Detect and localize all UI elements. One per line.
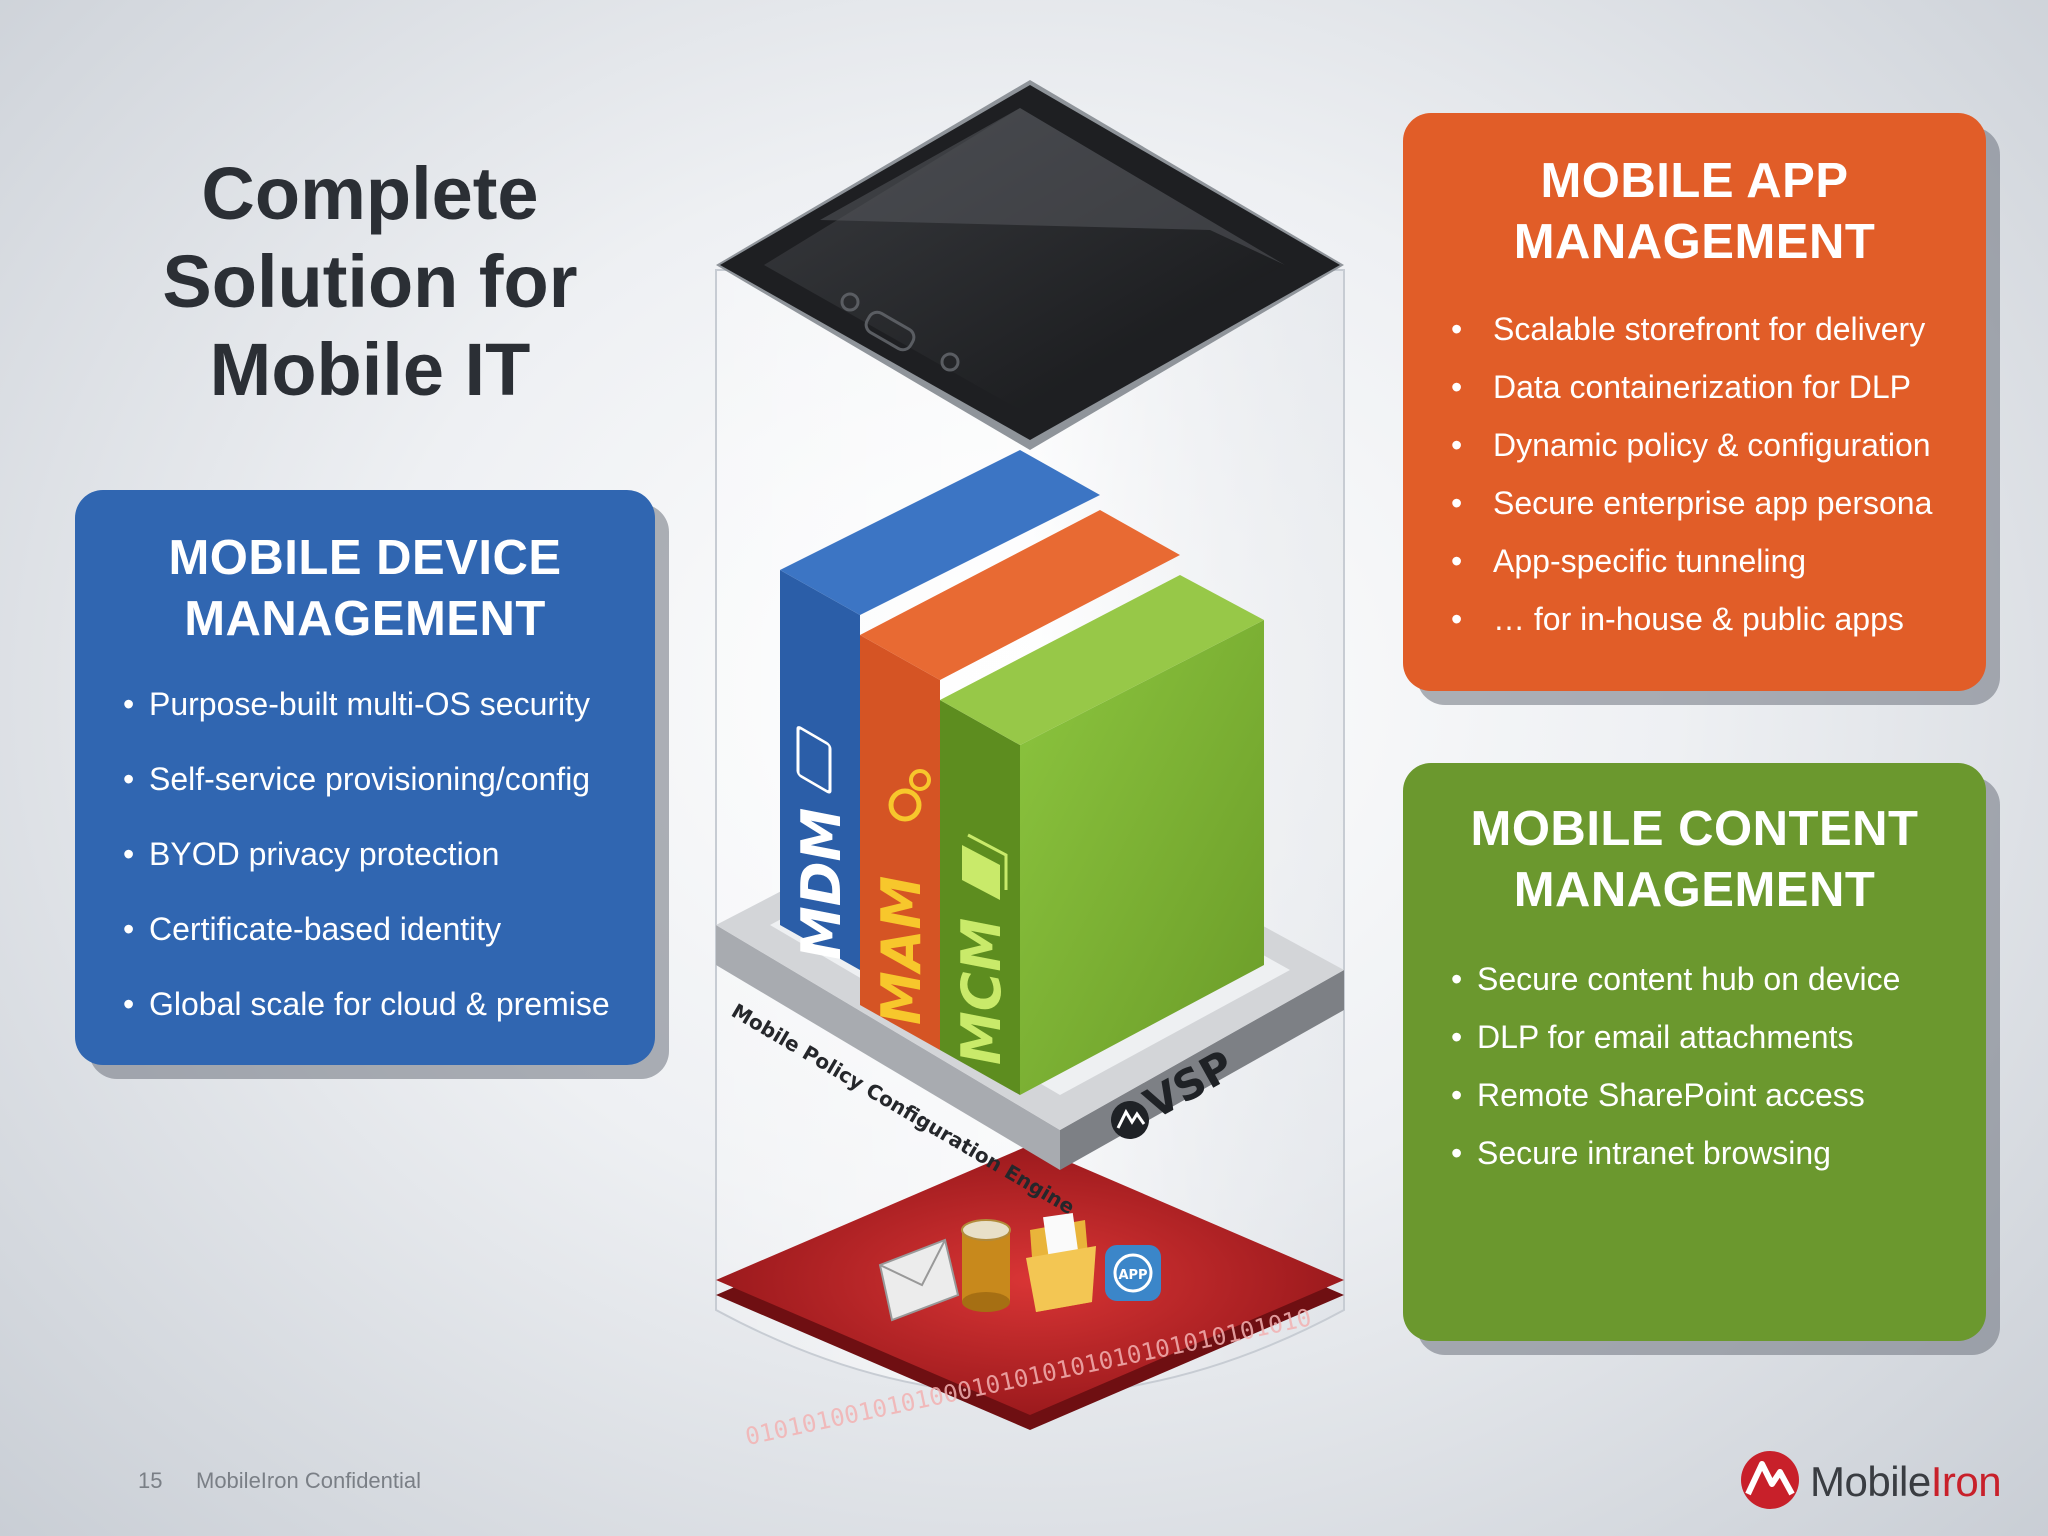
list-item-text: Secure enterprise app persona: [1493, 485, 1933, 521]
list-item: • DLP for email attachments: [1451, 1017, 1986, 1075]
mdm-book-label: MDM: [790, 808, 853, 960]
mcm-book-label: MCM: [950, 918, 1013, 1065]
page-number: 15: [138, 1468, 163, 1493]
mam-heading-line-2: MANAGEMENT: [1513, 215, 1876, 269]
list-item: • Data containerization for DLP: [1451, 367, 1986, 425]
list-item-text: … for in-house & public apps: [1493, 601, 1904, 637]
list-item: • Scalable storefront for delivery: [1451, 309, 1986, 367]
mdm-card-heading: MOBILE DEVICE MANAGEMENT: [75, 490, 655, 650]
bullet-icon: •: [123, 761, 135, 797]
list-item-text: App-specific tunneling: [1493, 543, 1807, 579]
list-item-text: Purpose-built multi-OS security: [149, 686, 591, 722]
mam-book-label: MAM: [870, 876, 933, 1025]
bullet-icon: •: [1451, 311, 1463, 347]
list-item-text: DLP for email attachments: [1477, 1019, 1854, 1055]
list-item: • Certificate-based identity: [123, 909, 655, 984]
confidential-notice: MobileIron Confidential: [196, 1468, 422, 1493]
title-line-1: Complete: [201, 152, 539, 235]
list-item: • Secure content hub on device: [1451, 959, 1986, 1017]
bullet-icon: •: [123, 986, 135, 1022]
bullet-icon: •: [1451, 961, 1463, 997]
tablet-device: [716, 80, 1344, 450]
bullet-icon: •: [123, 686, 135, 722]
mcm-card-heading: MOBILE CONTENT MANAGEMENT: [1403, 763, 1986, 921]
mam-card: MOBILE APP MANAGEMENT • Scalable storefro…: [1403, 113, 1986, 691]
mdm-heading-line-2: MANAGEMENT: [184, 592, 546, 646]
list-item: • Secure intranet browsing: [1451, 1133, 1986, 1191]
device-outline-icon: [796, 726, 832, 794]
mcm-book: MCM: [940, 575, 1264, 1095]
mam-card-heading: MOBILE APP MANAGEMENT: [1403, 113, 1986, 273]
bullet-icon: •: [1451, 485, 1463, 521]
email-icon: [878, 1238, 960, 1322]
mdm-feature-list: • Purpose-built multi-OS security • Self-s…: [75, 684, 655, 1059]
list-item-text: Secure content hub on device: [1477, 961, 1901, 997]
list-item-text: Scalable storefront for delivery: [1493, 311, 1926, 347]
bullet-icon: •: [123, 836, 135, 872]
folder-stack-icon: [962, 833, 1008, 900]
list-item-text: Secure intranet browsing: [1477, 1135, 1831, 1171]
mdm-book: MDM: [780, 450, 1100, 970]
list-item: • Self-service provisioning/config: [123, 759, 655, 834]
list-item-text: Dynamic policy & configuration: [1493, 427, 1931, 463]
mcm-card: MOBILE CONTENT MANAGEMENT • Secure conten…: [1403, 763, 1986, 1341]
bullet-icon: •: [123, 911, 135, 947]
list-item: • Secure enterprise app persona: [1451, 483, 1986, 541]
gear-icon: [888, 769, 931, 822]
svg-text:APP: APP: [1118, 1268, 1147, 1283]
bullet-icon: •: [1451, 427, 1463, 463]
list-item: • Purpose-built multi-OS security: [123, 684, 655, 759]
list-item: • BYOD privacy protection: [123, 834, 655, 909]
list-item-text: Certificate-based identity: [149, 911, 502, 947]
bullet-icon: •: [1451, 543, 1463, 579]
mobileiron-logo-icon: [1741, 1451, 1799, 1509]
solution-stack-illustration: 0101010010101000101010101010101010101010…: [715, 80, 1345, 1451]
list-item: • App-specific tunneling: [1451, 541, 1986, 599]
list-item: • Dynamic policy & configuration: [1451, 425, 1986, 483]
tablet-camera: [840, 292, 860, 312]
logo-wordmark: MobileIron: [1810, 1458, 2002, 1505]
list-item: • … for in-house & public apps: [1451, 599, 1986, 657]
title-line-2: Solution for: [162, 240, 578, 323]
list-item-text: Remote SharePoint access: [1477, 1077, 1865, 1113]
mcm-feature-list: • Secure content hub on device • DLP for e…: [1403, 959, 1986, 1191]
tablet-home-button: [864, 310, 916, 352]
mcm-heading-line-1: MOBILE CONTENT: [1470, 802, 1919, 856]
title-line-3: Mobile IT: [209, 328, 531, 411]
page-title: Complete Solution for Mobile IT: [120, 150, 620, 414]
bullet-icon: •: [1451, 1135, 1463, 1171]
folder-icon: [1026, 1213, 1096, 1312]
bullet-icon: •: [1451, 369, 1463, 405]
database-icon: [961, 1219, 1011, 1312]
mam-feature-list: • Scalable storefront for delivery • Data …: [1403, 309, 1986, 657]
bullet-icon: •: [1451, 1077, 1463, 1113]
list-item: • Global scale for cloud & premise: [123, 984, 655, 1059]
list-item-text: Global scale for cloud & premise: [149, 986, 610, 1022]
bullet-icon: •: [1451, 601, 1463, 637]
app-icon: APP: [1105, 1245, 1161, 1301]
tablet-sensor: [940, 352, 960, 372]
mobileiron-logo: MobileIron: [1738, 1448, 2008, 1514]
bullet-icon: •: [1451, 1019, 1463, 1055]
mcm-heading-line-2: MANAGEMENT: [1513, 863, 1876, 917]
list-item-text: Data containerization for DLP: [1493, 369, 1911, 405]
mdm-heading-line-1: MOBILE DEVICE: [168, 531, 562, 585]
list-item-text: BYOD privacy protection: [149, 836, 500, 872]
mdm-card: MOBILE DEVICE MANAGEMENT • Purpose-built …: [75, 490, 655, 1065]
mam-heading-line-1: MOBILE APP: [1540, 154, 1849, 208]
list-item-text: Self-service provisioning/config: [149, 761, 591, 797]
list-item: • Remote SharePoint access: [1451, 1075, 1986, 1133]
mam-book: MAM: [860, 510, 1180, 1050]
